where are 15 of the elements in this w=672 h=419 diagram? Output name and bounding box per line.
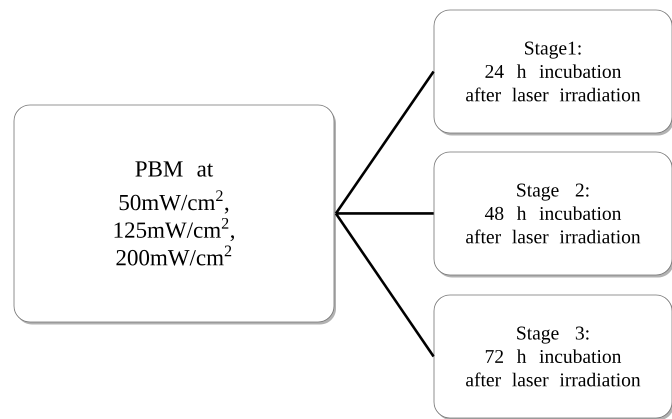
node-text: Stage 2: — [517, 184, 588, 201]
connector-line — [334, 70, 435, 214]
rounded-box — [434, 10, 672, 136]
node-text: PBM at — [135, 161, 214, 177]
node-text: 50mW/cm$^{2}$, 125mW/cm$^{2}$, 200mW/cm$^{2}$ — [114, 190, 234, 266]
node-text: Stage 3: — [517, 326, 588, 344]
connector-line — [336, 212, 434, 215]
node-text: 72 h incubation after laser irradiation — [466, 349, 640, 386]
connector-line — [334, 212, 435, 358]
rounded-box — [434, 152, 672, 278]
node-text: 24 h incubation after laser irradiation — [466, 64, 640, 102]
rounded-box — [14, 104, 336, 324]
node-text: Stage1: — [525, 42, 581, 59]
rounded-box — [434, 294, 672, 419]
node-text: 48 h incubation after laser irradiation — [466, 206, 640, 244]
